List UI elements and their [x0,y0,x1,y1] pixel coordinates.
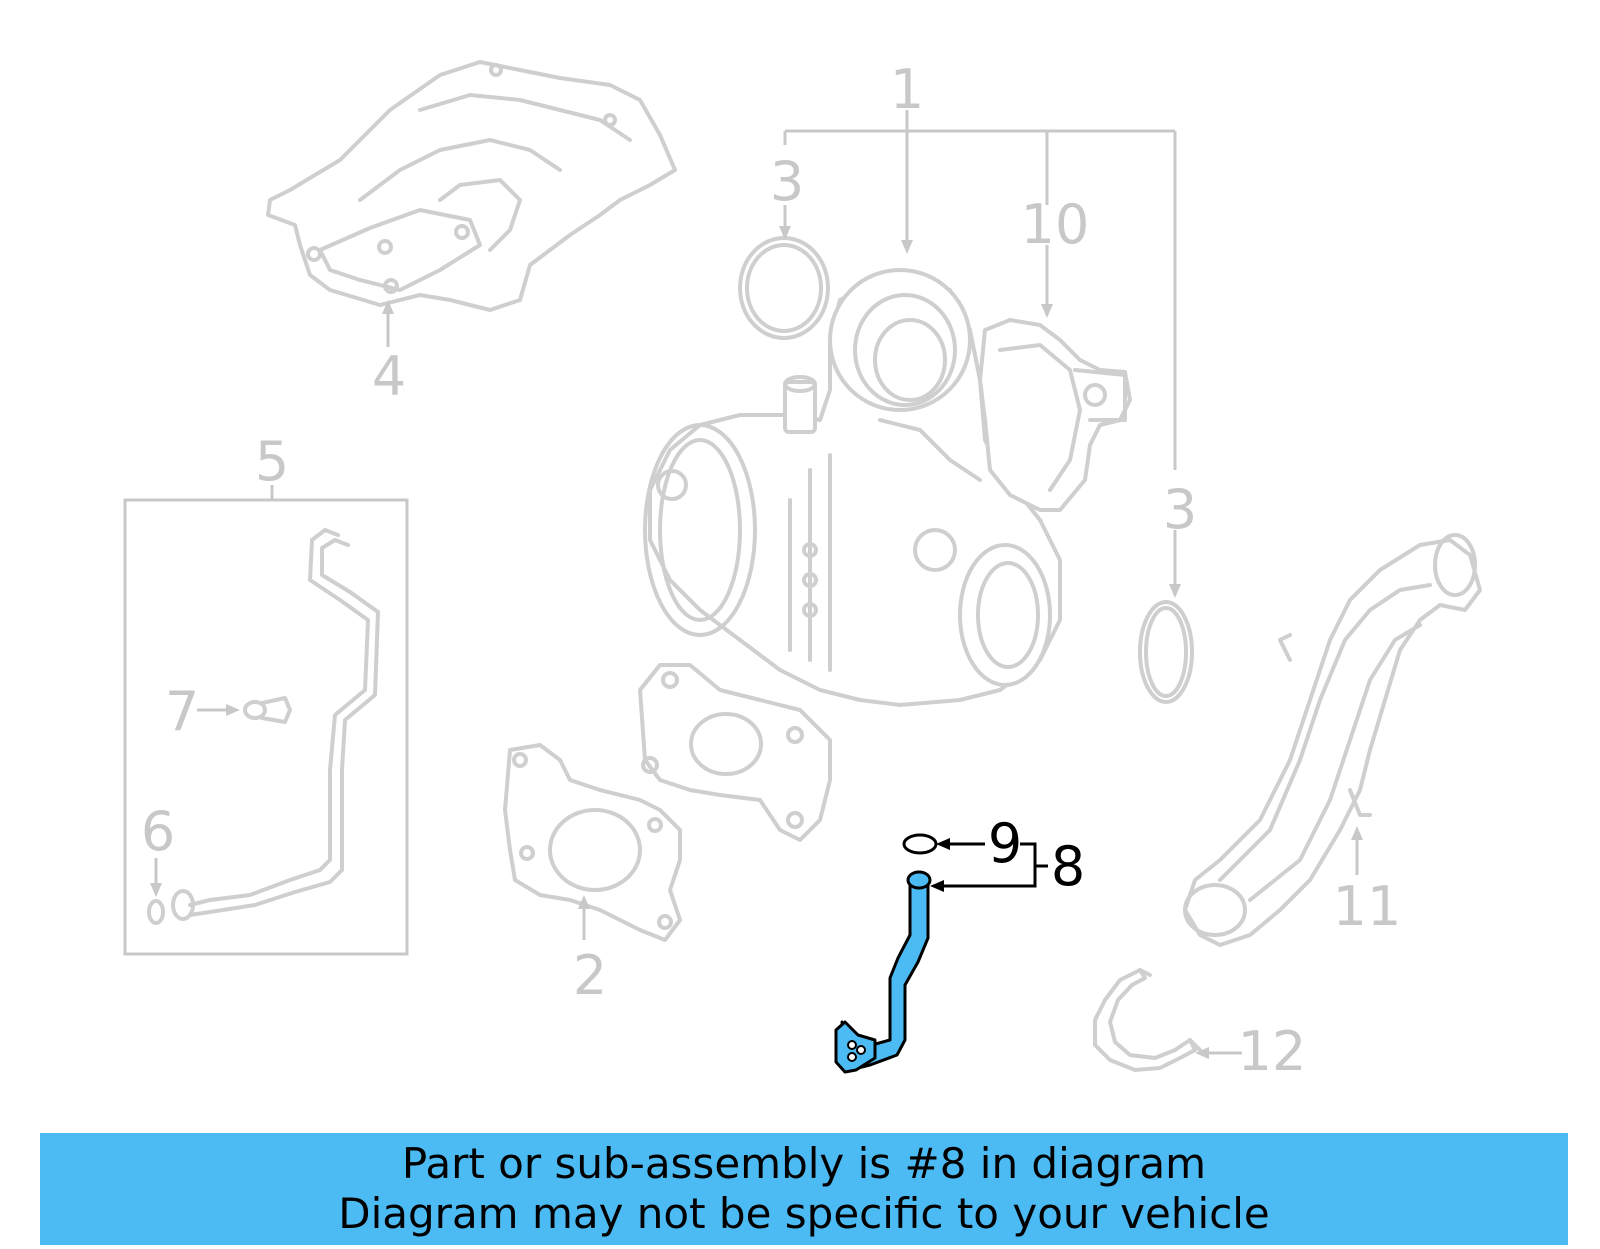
turbo-outlet-flange [638,663,832,842]
part-7-bolt[interactable] [243,696,292,724]
part-9-o-ring[interactable] [902,833,938,855]
part-2-gasket[interactable] [503,743,682,942]
callout-5[interactable]: 5 [255,430,289,493]
callout-3-lower[interactable]: 3 [1163,478,1197,541]
callout-11[interactable]: 11 [1333,875,1402,938]
part-6-washer[interactable] [147,899,165,925]
callout-9[interactable]: 9 [988,812,1022,875]
part-11-intake-pipe[interactable] [1183,533,1482,947]
part-5-group-box [123,498,409,956]
callout-7[interactable]: 7 [165,680,199,743]
callout-10[interactable]: 10 [1021,193,1090,256]
callout-3-upper[interactable]: 3 [770,150,804,213]
part-10-actuator[interactable] [978,318,1132,512]
callout-2[interactable]: 2 [573,944,607,1007]
part-3-gasket-upper[interactable] [738,236,830,340]
part-12-clamp[interactable] [1093,968,1202,1072]
callout-12[interactable]: 12 [1238,1020,1307,1083]
callout-6[interactable]: 6 [141,800,175,863]
part-5-oil-line[interactable] [171,528,380,921]
part-1-turbocharger[interactable] [643,268,1062,707]
callout-4[interactable]: 4 [372,345,406,408]
banner-line-2: Diagram may not be specific to your vehi… [338,1189,1270,1238]
part-3-gasket-lower[interactable] [1138,600,1194,704]
callout-1[interactable]: 1 [890,58,924,121]
banner-line-1: Part or sub-assembly is #8 in diagram [401,1139,1207,1188]
part-8-oil-pipe[interactable] [834,870,932,1074]
callout-8[interactable]: 8 [1051,835,1085,898]
part-4-heat-shield[interactable] [266,60,677,312]
info-banner: Part or sub-assembly is #8 in diagram Di… [40,1133,1568,1245]
